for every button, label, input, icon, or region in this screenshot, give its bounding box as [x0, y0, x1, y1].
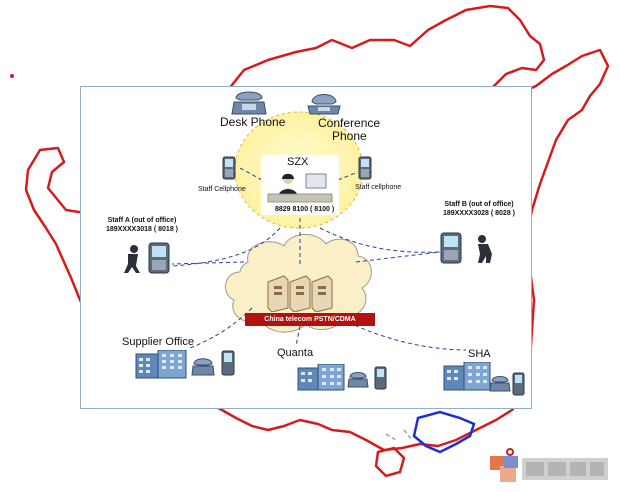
szx-number: 8829 8100 ( 8100 ) [275, 206, 335, 213]
building-icon [297, 364, 345, 391]
conference-phone-label-line1: Conference [318, 116, 381, 130]
desk-phone-icon [347, 372, 369, 388]
desk-phone-label: Desk Phone [220, 115, 286, 129]
szx-label: SZX [287, 156, 309, 168]
cellphone-icon [222, 156, 236, 180]
person-icon [124, 245, 140, 273]
building-icon [135, 350, 187, 379]
cellphone-icon [374, 366, 387, 390]
person-icon [478, 235, 492, 263]
staff-cellphone-left-label: Staff Cellphone [198, 186, 246, 193]
staff-b-number: 189XXXX3028 ( 8028 ) [443, 210, 515, 217]
office-desk-person-icon [267, 173, 333, 203]
desk-phone-icon [231, 91, 267, 115]
supplier-office-label: Supplier Office [122, 336, 194, 348]
conference-phone-icon [307, 94, 341, 115]
cellphone-icon [440, 232, 462, 264]
staff-a-label: Staff A (out of office) 189XXXX3018 ( 80… [100, 216, 184, 234]
cellphone-icon [512, 372, 525, 396]
sha-label: SHA [468, 348, 491, 360]
staff-a-title: Staff A (out of office) [107, 217, 177, 224]
staff-a-number: 189XXXX3018 ( 8018 ) [106, 226, 178, 233]
staff-b-title: Staff B (out of office) [444, 201, 514, 208]
staff-b-label: Staff B (out of office) 189XXXX3028 ( 80… [434, 200, 524, 218]
server-icon [267, 275, 333, 312]
desk-phone-icon [489, 376, 511, 392]
taiwan-border [412, 410, 476, 454]
desk-phone-icon [191, 358, 215, 376]
building-icon [443, 362, 491, 391]
staff-cellphone-right-label: Staff cellphone [355, 184, 402, 191]
watermark-logo [490, 456, 608, 482]
pstn-label: China telecom PSTN/CDMA [245, 313, 375, 326]
quanta-label: Quanta [277, 347, 314, 359]
cellphone-icon [358, 156, 372, 180]
cellphone-icon [148, 242, 170, 274]
conference-phone-label-line2: Phone [332, 129, 367, 143]
hainan-island [374, 446, 406, 478]
cellphone-icon [221, 350, 235, 376]
